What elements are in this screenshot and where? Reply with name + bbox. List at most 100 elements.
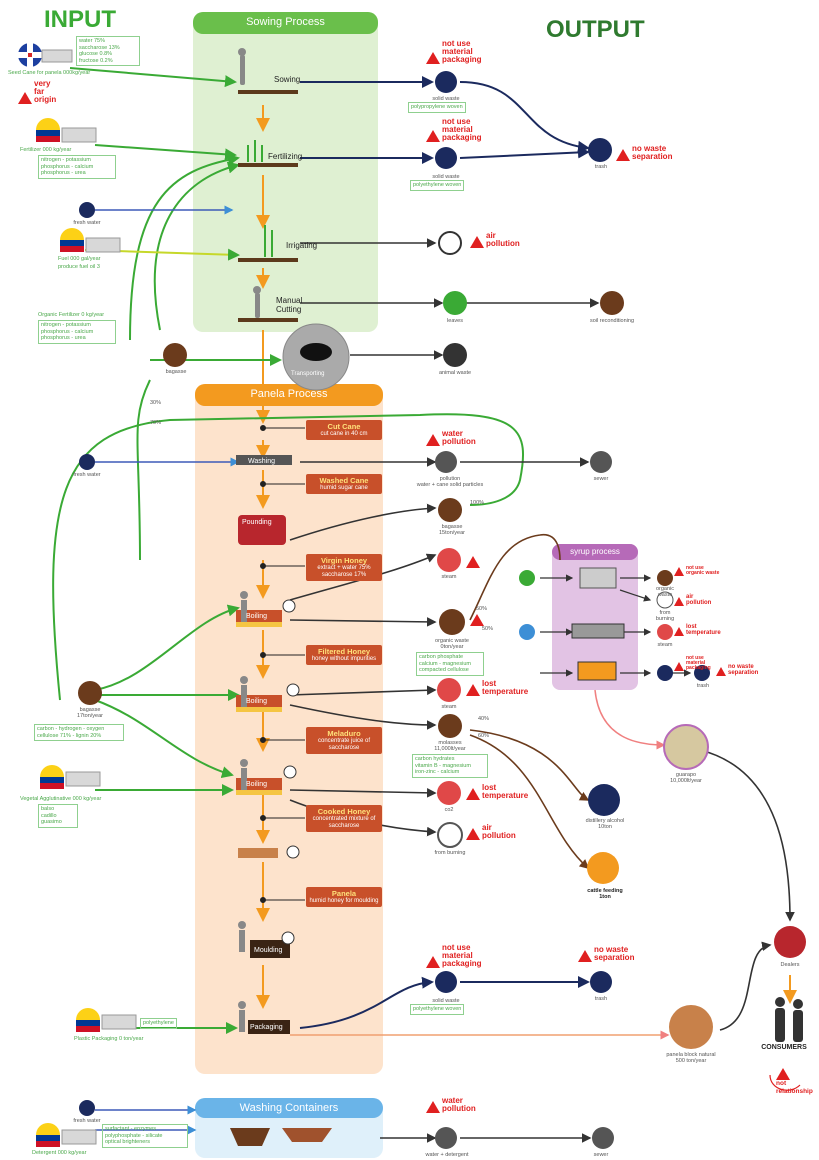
input-water-3: fresh water (73, 1118, 101, 1124)
stage-boiling-2: Boiling (246, 698, 268, 705)
syrup-out-burning: from burning (655, 610, 675, 622)
output-solid-waste-3-note: polyethylene woven (410, 1004, 465, 1015)
output-sewer-2: sewer (593, 1152, 609, 1158)
input-seed-cane: Seed Cane for panela 000kg/year (8, 70, 91, 76)
output-dealers: Dealers (780, 962, 800, 968)
input-plastic-packaging: Plastic Packaging 0 ton/year (74, 1036, 144, 1042)
output-trash-2: trash (594, 996, 608, 1002)
syrup-out-steam: steam (657, 642, 673, 648)
output-leaves: leaves (447, 318, 463, 324)
stage-moulding: Moulding (254, 947, 283, 954)
warning-not-use-packaging-2: not use material packaging (426, 118, 482, 142)
warning-lost-temperature-2: lost temperature (466, 784, 528, 800)
output-sewer-1: sewer (593, 476, 609, 482)
warning-steam-1 (466, 556, 482, 568)
warning-water-pollution-1: water pollution (426, 430, 476, 446)
warning-no-waste-separation-2: no waste separation (578, 946, 634, 962)
warning-very-far-origin: very far origin (18, 80, 56, 104)
warning-syrup-organic: not use organic waste (674, 566, 719, 576)
input-detergent: Detergent 000 kg/year (32, 1150, 87, 1156)
input-water-1: fresh water (73, 220, 101, 226)
sowing-process-title: Sowing Process (246, 16, 325, 28)
stage-boiling-1: Boiling (246, 613, 268, 620)
output-pct-40: 40% (478, 716, 490, 722)
output-water-detergent: water + detergent (425, 1152, 469, 1158)
warning-syrup-temperature: lost temperature (674, 624, 721, 636)
warning-air-pollution-1: air pollution (470, 232, 520, 248)
warning-not-use-packaging-1: not use material packaging (426, 40, 482, 64)
warning-syrup-air: air pollution (674, 594, 711, 606)
stage-sowing: Sowing (274, 75, 301, 84)
warning-not-use-packaging-3: not use material packaging (426, 944, 482, 968)
output-pct-60: 60% (478, 733, 490, 739)
stage-manual-cutting: Manual Cutting (276, 296, 303, 314)
input-organic-fertilizer: Organic Fertilizer 0 kg/year (38, 312, 105, 318)
warning-not-relationship: not relationship (776, 1068, 819, 1096)
stage-transporting: Transporting (291, 371, 325, 377)
warning-syrup-no-waste: no waste separation (716, 664, 758, 676)
input-water-2: fresh water (73, 472, 101, 478)
output-steam-2: steam (441, 704, 457, 710)
output-bagasse-pct: 100% (470, 500, 485, 506)
warning-organic-1 (470, 614, 486, 626)
stage-irrigating: Irrigating (286, 241, 318, 250)
panela-process-title: Panela Process (250, 388, 328, 400)
output-from-burning: from burning (434, 850, 466, 856)
input-bagasse-label: bagasse (165, 369, 187, 375)
input-fertilizer: Fertilizer 000 kg/year (20, 147, 72, 153)
warning-syrup-packaging: not use material packaging (674, 656, 711, 671)
sowing-process-box (193, 12, 378, 332)
input-fuel-note: produce fuel oil 3 (58, 264, 100, 270)
output-solid-waste-1-note: polypropylene woven (408, 102, 466, 113)
stage-fertilizing: Fertilizing (268, 152, 303, 161)
output-soil-reconditioning: soil reconditioning (589, 318, 635, 324)
warning-water-pollution-2: water pollution (426, 1097, 476, 1113)
output-header: OUTPUT (546, 16, 645, 43)
input-pct-30: 30% (150, 400, 162, 406)
output-pct-50a: 50% (476, 606, 488, 612)
stage-pounding: Pounding (242, 519, 272, 526)
stage-washing: Washing (248, 458, 275, 465)
input-header: INPUT (44, 6, 116, 33)
stage-packaging: Packaging (250, 1024, 283, 1031)
input-fuel: Fuel 000 gal/year (58, 256, 101, 262)
input-plastic-note: polyethylene (140, 1018, 177, 1029)
output-steam-1: steam (441, 574, 457, 580)
output-trash-1: trash (594, 164, 608, 170)
output-co2: co2 (444, 807, 454, 813)
stage-boiling-3: Boiling (246, 781, 268, 788)
output-solid-waste-2: solid waste (432, 174, 460, 180)
output-pct-50b: 50% (482, 626, 494, 632)
input-pct-70: 70% (150, 420, 162, 426)
output-solid-waste-2-note: polyethylene woven (410, 180, 465, 191)
output-animal-waste: animal waste (438, 370, 472, 376)
output-solid-waste-3: solid waste (432, 998, 460, 1004)
warning-no-waste-separation-1: no waste separation (616, 145, 672, 161)
syrup-out-organic: organic waste (655, 586, 675, 598)
output-consumers: CONSUMERS (761, 1044, 807, 1051)
warning-lost-temperature-1: lost temperature (466, 680, 528, 696)
input-vegetal-agglutinative: Vegetal Agglutinative 000 kg/year (20, 796, 102, 802)
